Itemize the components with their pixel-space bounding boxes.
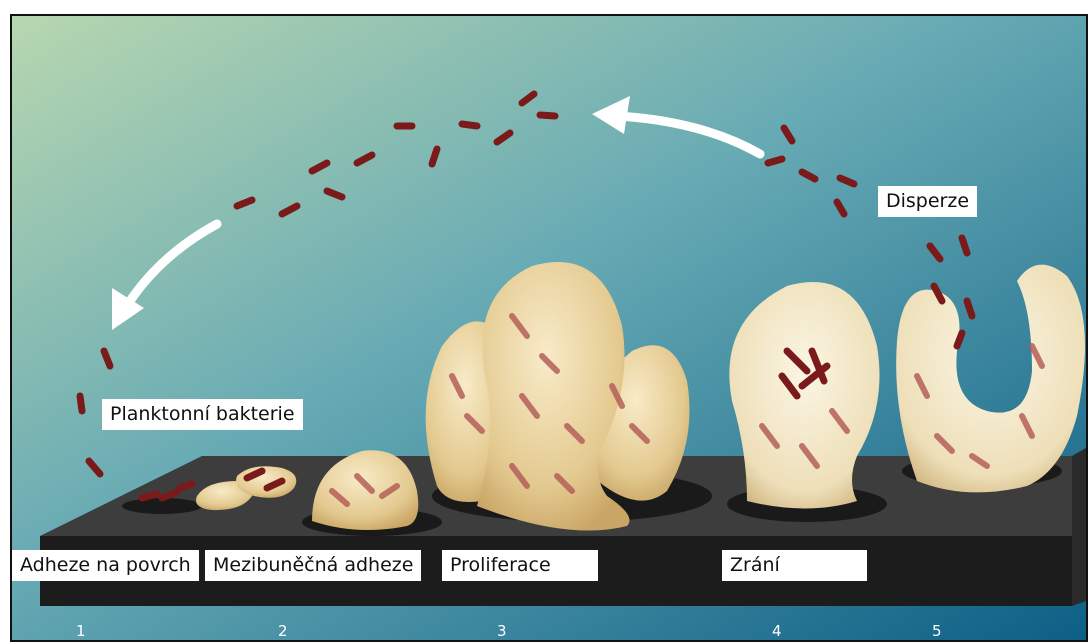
label-dispersal: Disperze [878, 186, 977, 217]
stage-number-3: 3 [497, 624, 507, 639]
label-intercellular: Mezibuněčná adheze [205, 550, 421, 581]
figure-frame: Disperze Planktonní bakterie Adheze na p… [10, 14, 1088, 642]
stage-number-1: 1 [76, 624, 86, 639]
label-adhesion: Adheze na povrch [12, 550, 199, 581]
stage-number-4: 4 [772, 624, 782, 639]
stage-number-5: 5 [932, 624, 942, 639]
stage-number-2: 2 [278, 624, 288, 639]
label-proliferation: Proliferace [442, 550, 598, 581]
label-planktonic: Planktonní bakterie [102, 399, 303, 430]
label-maturation: Zrání [722, 550, 867, 581]
biofilm-illustration [12, 16, 1086, 640]
surface-side [1072, 448, 1086, 606]
